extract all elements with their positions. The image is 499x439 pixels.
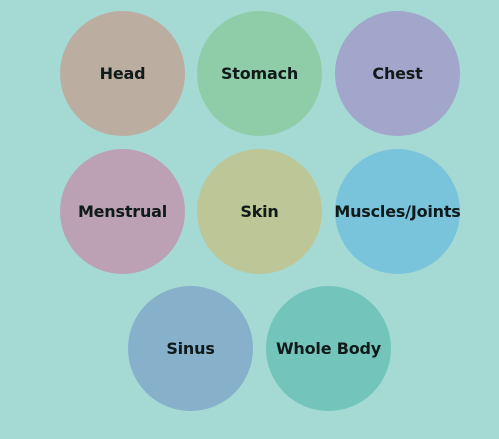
- body-area-head-button[interactable]: Head: [60, 11, 185, 136]
- body-area-label: Menstrual: [77, 202, 168, 221]
- body-area-label: Sinus: [166, 339, 215, 358]
- body-area-sinus-button[interactable]: Sinus: [128, 286, 253, 411]
- body-area-label: Whole Body: [275, 339, 381, 358]
- body-area-label: Chest: [372, 64, 423, 83]
- body-area-label: Skin: [240, 202, 279, 221]
- body-area-stomach-button[interactable]: Stomach: [197, 11, 322, 136]
- body-area-muscles-joints-button[interactable]: Muscles/Joints: [334, 149, 461, 274]
- body-area-whole-body-button[interactable]: Whole Body: [266, 286, 391, 411]
- body-area-label: Muscles/Joints: [334, 202, 461, 221]
- body-area-menstrual-button[interactable]: Menstrual: [60, 149, 185, 274]
- body-area-label: Head: [99, 64, 146, 83]
- body-area-label: Stomach: [220, 64, 299, 83]
- body-area-skin-button[interactable]: Skin: [197, 149, 322, 274]
- body-area-chest-button[interactable]: Chest: [335, 11, 460, 136]
